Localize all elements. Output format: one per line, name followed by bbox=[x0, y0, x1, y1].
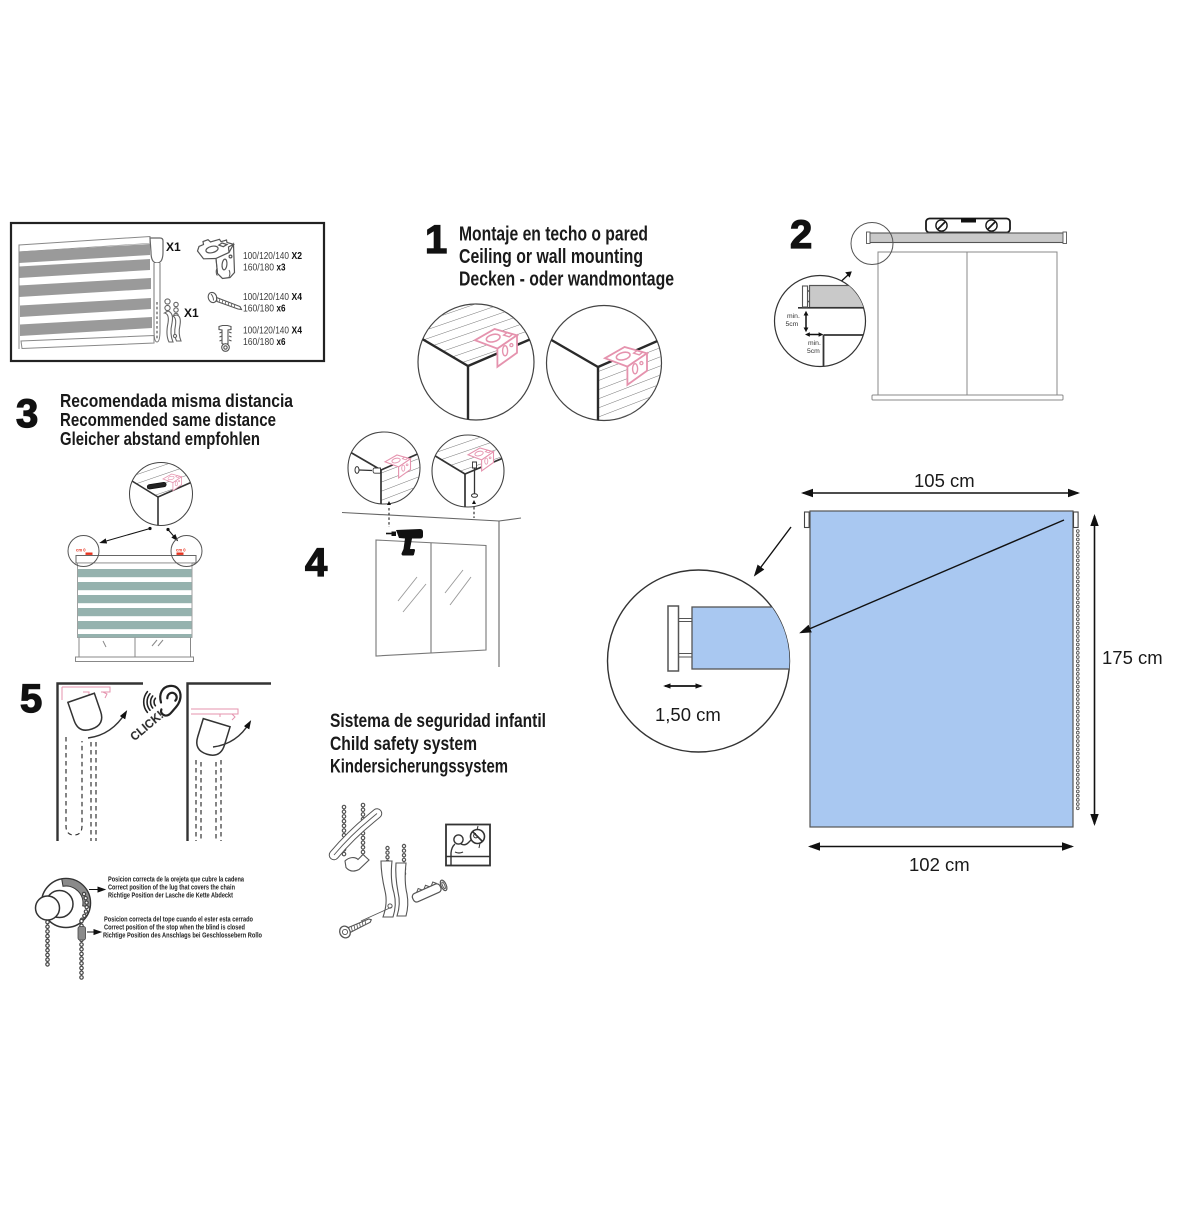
svg-text:Posicion correcta del tope cua: Posicion correcta del tope cuando el est… bbox=[104, 915, 253, 924]
svg-text:X4: X4 bbox=[292, 292, 303, 303]
svg-text:160/180: 160/180 bbox=[243, 337, 274, 348]
svg-text:5cm: 5cm bbox=[807, 348, 820, 355]
svg-text:5cm: 5cm bbox=[786, 321, 799, 328]
svg-text:Posicion correcta de la orejet: Posicion correcta de la orejeta que cubr… bbox=[108, 875, 245, 884]
svg-text:cm 0: cm 0 bbox=[76, 548, 86, 553]
svg-text:160/180: 160/180 bbox=[243, 263, 274, 274]
svg-text:Sistema de seguridad infantil: Sistema de seguridad infantil bbox=[330, 710, 546, 732]
svg-text:Richtige Position des Anschlag: Richtige Position des Anschlags bei Gesc… bbox=[103, 931, 262, 940]
svg-text:X4: X4 bbox=[292, 326, 303, 337]
svg-text:min.: min. bbox=[808, 340, 821, 347]
svg-text:min.: min. bbox=[787, 313, 800, 320]
svg-text:2: 2 bbox=[790, 213, 812, 257]
svg-text:175 cm: 175 cm bbox=[1102, 647, 1163, 668]
svg-text:100/120/140: 100/120/140 bbox=[243, 326, 289, 337]
svg-text:Recomendada misma distancia: Recomendada misma distancia bbox=[60, 391, 294, 411]
svg-text:4: 4 bbox=[305, 541, 328, 585]
svg-text:3: 3 bbox=[16, 392, 38, 436]
svg-text:Gleicher abstand empfohlen: Gleicher abstand empfohlen bbox=[60, 429, 260, 449]
svg-text:Correct position of the stop w: Correct position of the stop when the bl… bbox=[104, 923, 245, 932]
svg-text:100/120/140: 100/120/140 bbox=[243, 251, 289, 262]
svg-text:Recommended same distance: Recommended same distance bbox=[60, 410, 276, 430]
svg-text:Child safety system: Child safety system bbox=[330, 733, 477, 755]
svg-text:Ceiling or wall mounting: Ceiling or wall mounting bbox=[459, 246, 643, 268]
svg-text:102 cm: 102 cm bbox=[909, 854, 970, 875]
svg-text:1: 1 bbox=[425, 218, 447, 262]
svg-text:X1: X1 bbox=[166, 240, 181, 254]
svg-text:X2: X2 bbox=[292, 251, 303, 262]
svg-text:1,50 cm: 1,50 cm bbox=[655, 704, 721, 725]
svg-text:160/180: 160/180 bbox=[243, 304, 274, 315]
svg-text:Kindersicherungssystem: Kindersicherungssystem bbox=[330, 756, 508, 778]
svg-text:Montaje en techo o pared: Montaje en techo o pared bbox=[459, 224, 648, 246]
svg-text:Richtige Position der Lasche d: Richtige Position der Lasche die Kette A… bbox=[108, 891, 233, 900]
svg-text:x3: x3 bbox=[277, 263, 286, 274]
svg-text:cm 0: cm 0 bbox=[176, 548, 186, 553]
svg-text:Correct position of the lug th: Correct position of the lug that covers … bbox=[108, 883, 235, 892]
svg-text:100/120/140: 100/120/140 bbox=[243, 292, 289, 303]
svg-text:X1: X1 bbox=[184, 306, 199, 320]
svg-text:x6: x6 bbox=[277, 337, 286, 348]
svg-text:Decken - oder wandmontage: Decken - oder wandmontage bbox=[459, 269, 674, 291]
svg-text:5: 5 bbox=[20, 677, 42, 721]
svg-text:105 cm: 105 cm bbox=[914, 470, 975, 491]
svg-text:x6: x6 bbox=[277, 304, 286, 315]
